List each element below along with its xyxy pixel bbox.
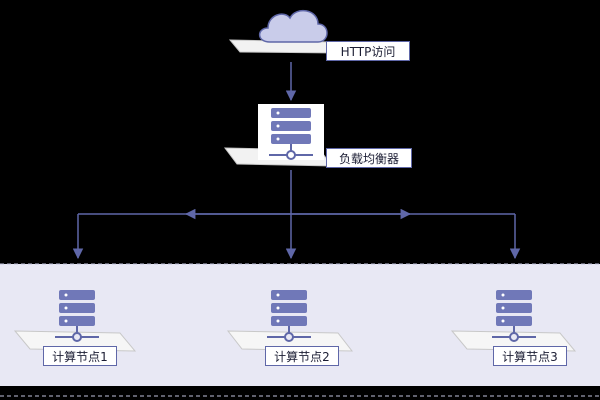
compute-node-1-label: 计算节点1: [43, 346, 117, 366]
server-icon: [492, 290, 536, 342]
load-balancer-label: 负载均衡器: [326, 148, 412, 168]
server-icon: [269, 108, 313, 160]
server-icon: [55, 290, 99, 342]
server-icon: [267, 290, 311, 342]
cloud-icon: [258, 9, 328, 43]
http-access-label: HTTP访问: [326, 41, 410, 61]
compute-node-2-label: 计算节点2: [265, 346, 339, 366]
compute-node-3-label: 计算节点3: [493, 346, 567, 366]
